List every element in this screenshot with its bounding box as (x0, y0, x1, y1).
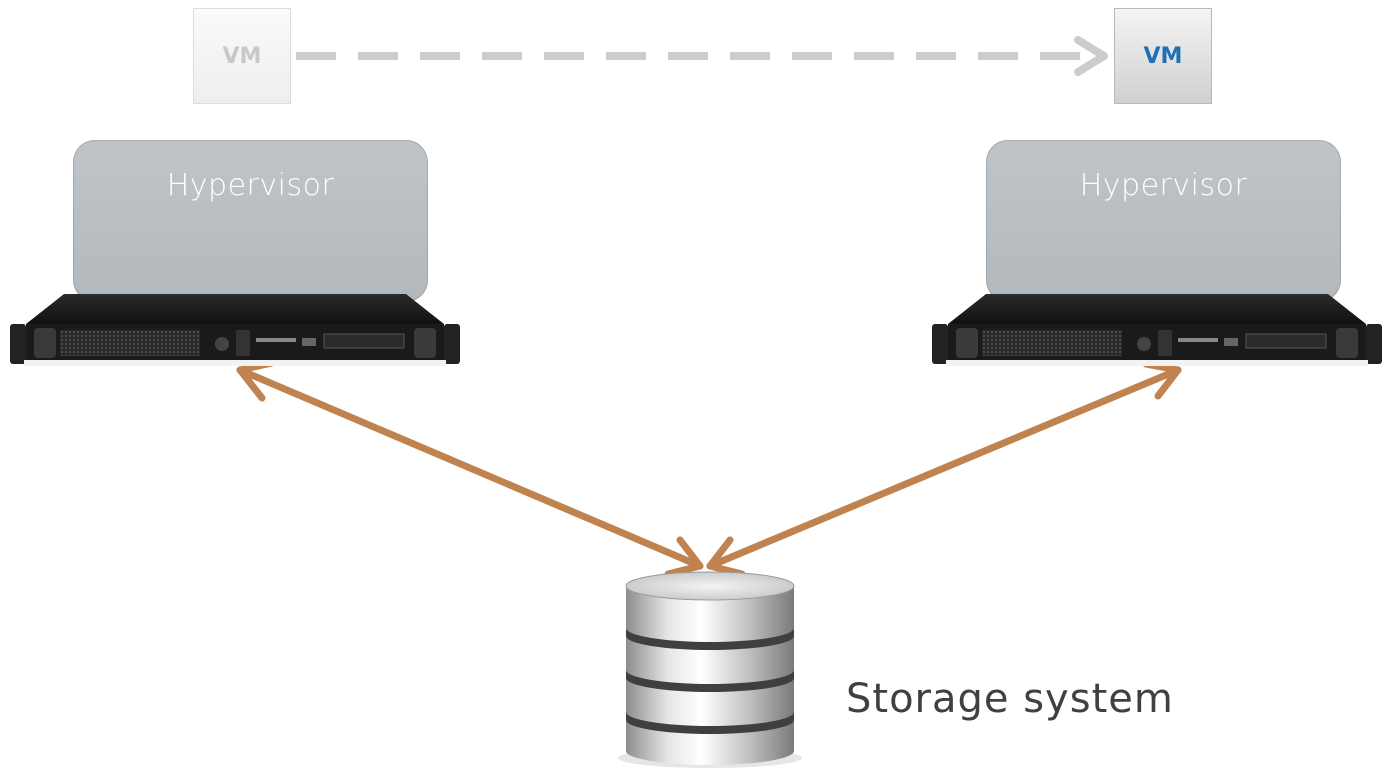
hypervisor-left-label: Hypervisor (166, 168, 335, 203)
database-icon (618, 571, 802, 768)
vm-source-label: VM (222, 43, 262, 69)
connector-left (236, 366, 704, 570)
hypervisor-left: Hypervisor (73, 140, 428, 302)
storage-system-label: Storage system (846, 676, 1174, 722)
hypervisor-right: Hypervisor (986, 140, 1341, 302)
migration-arrowhead (1074, 36, 1108, 76)
hypervisor-right-label: Hypervisor (1079, 168, 1248, 203)
vm-target-label: VM (1143, 43, 1183, 69)
connector-right-head-bottom (706, 536, 746, 578)
vm-target: VM (1114, 8, 1212, 104)
server-left-icon (10, 294, 460, 366)
vm-source: VM (193, 8, 291, 104)
connector-right (706, 366, 1182, 570)
server-right-icon (932, 294, 1382, 366)
connector-left-head-bottom (664, 536, 704, 578)
